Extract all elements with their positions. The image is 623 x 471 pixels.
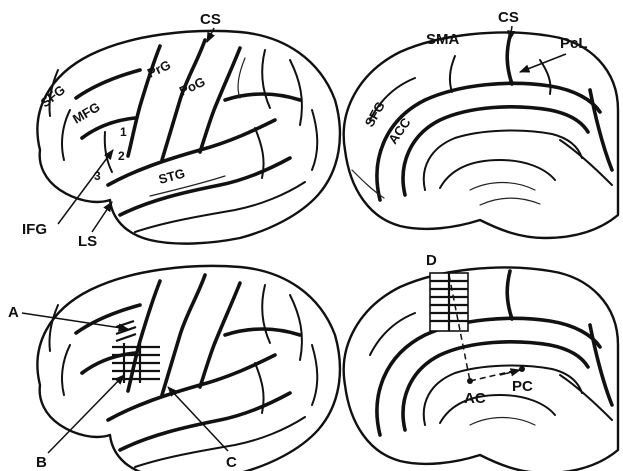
label-pc: PC [512,378,533,395]
label-pcl: PcL [560,35,588,52]
lateral-brain-bottom: A B C [8,266,340,471]
label-cs-lateral: CS [200,11,221,28]
arrow-ls [92,202,112,232]
label-num-2: 2 [118,149,125,163]
medial-brain-bottom: D AC PC [344,252,618,471]
lateral-brain-top: CS SFG MFG PrG PoG STG 1 2 3 IFG LS [22,11,340,250]
label-b: B [36,454,47,471]
label-ac: AC [464,390,486,407]
medial-brain-top: SMA CS PcL SFG ACC [344,9,618,238]
label-a: A [8,304,19,321]
label-cs-medial: CS [498,9,519,26]
label-ifg: IFG [22,221,47,238]
grid-region-d [430,273,468,331]
lateral-brain-bottom-outline [37,266,339,471]
ac-point [467,378,473,384]
medial-brain-bottom-outline [344,268,618,471]
medial-brain-top-outline [344,33,618,238]
label-num-1: 1 [120,125,127,139]
pc-point [519,366,525,372]
label-c: C [226,454,237,471]
label-d: D [426,252,437,269]
label-ls: LS [78,233,97,250]
label-sma: SMA [426,31,460,48]
